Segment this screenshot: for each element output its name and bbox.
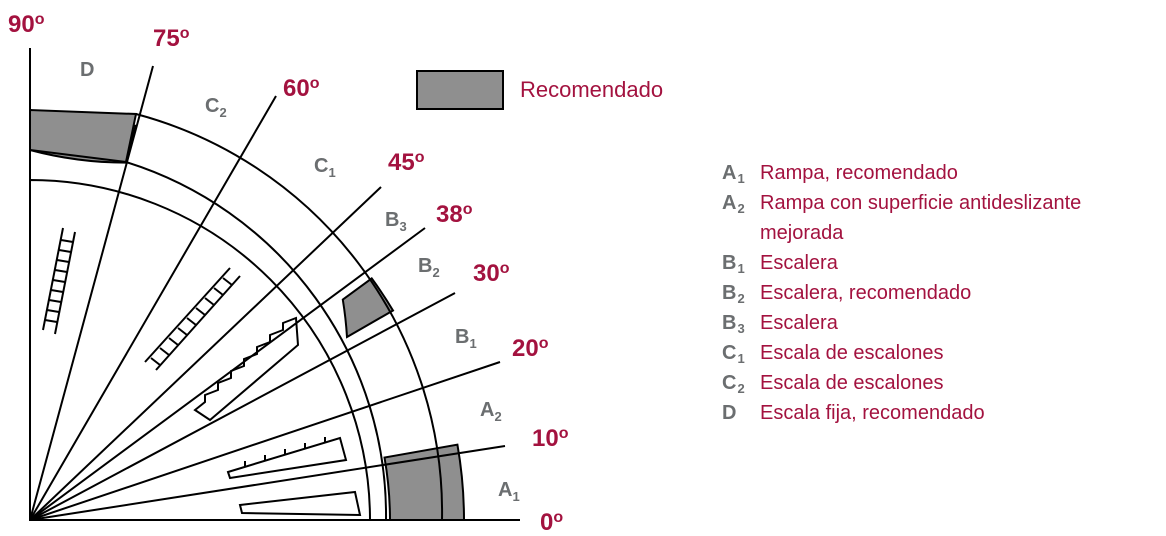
angle-label-10: 10o	[532, 425, 569, 452]
step-ladder-icon	[144, 267, 241, 371]
ray-20	[29, 361, 501, 521]
recommended-label: Recomendado	[520, 77, 663, 102]
legend-item-d: D Escala fija, recomendado	[722, 398, 1160, 428]
legend-item-a2: A2 Rampa con superficie antideslizante me…	[722, 188, 1160, 248]
legend-code: B3	[722, 312, 745, 336]
legend-text: Escala fija, recomendado	[760, 402, 985, 424]
zone-label-d: D	[80, 59, 94, 81]
legend-text: Escalera	[760, 312, 838, 334]
legend-item-a1: A1 Rampa, recomendado	[722, 158, 1160, 188]
ray-30	[29, 292, 456, 521]
zone-label-a2: A2	[480, 399, 502, 424]
legend-text: Escala de escalones	[760, 342, 944, 364]
angle-label-38: 38o	[436, 201, 473, 228]
zone-label-b1: B1	[455, 326, 477, 351]
legend-text: Rampa, recomendado	[760, 162, 958, 184]
ray-60	[29, 95, 277, 521]
legend-code: B1	[722, 252, 745, 276]
radial-lines	[29, 65, 506, 521]
legend-item-b1: B1 Escalera	[722, 248, 1160, 278]
zone-label-c2: C2	[205, 95, 227, 120]
ray-45	[29, 186, 382, 521]
outer-band	[125, 161, 388, 521]
legend-text: Escalera	[760, 252, 838, 274]
zone-label-c1: C1	[314, 155, 336, 180]
inner-quarter-circle	[29, 178, 372, 521]
fixed-ladder-icon	[42, 227, 76, 335]
zone-label-b3: B3	[385, 209, 407, 234]
legend-text: Escala de escalones	[760, 372, 944, 394]
recommended-swatch	[416, 70, 504, 110]
legend-text: Rampa con superficie antideslizante mejo…	[760, 192, 1082, 244]
legend-code: A1	[722, 162, 745, 186]
ray-38	[29, 227, 426, 521]
angle-label-30: 30o	[473, 260, 510, 287]
legend-code: B2	[722, 282, 745, 306]
stair-icon	[193, 316, 300, 422]
angle-label-60: 60o	[283, 75, 320, 102]
legend-item-c1: C1 Escala de escalones	[722, 338, 1160, 368]
cleated-ramp-icon	[226, 436, 348, 480]
outer-band-edge	[135, 113, 444, 521]
ray-10	[29, 445, 506, 521]
legend-text: Escalera, recomendado	[760, 282, 972, 304]
legend-item-b2: B2 Escalera, recomendado	[722, 278, 1160, 308]
angle-label-90: 90o	[8, 11, 45, 38]
ray-75	[29, 65, 154, 521]
ramp-icon	[238, 490, 362, 517]
legend-item-b3: B3 Escalera	[722, 308, 1160, 338]
recommended-arc-b2	[341, 277, 395, 339]
legend-code: D	[722, 402, 737, 424]
legend-code: C2	[722, 372, 745, 396]
angle-label-0: 0o	[540, 509, 563, 536]
angle-label-75: 75o	[153, 25, 190, 52]
angle-label-45: 45o	[388, 149, 425, 176]
legend-code: A2	[722, 192, 745, 216]
zone-label-a1: A1	[498, 479, 520, 504]
legend-item-c2: C2 Escala de escalones	[722, 368, 1160, 398]
recommended-arc-a1	[383, 443, 466, 521]
legend-code: C1	[722, 342, 745, 366]
angle-label-20: 20o	[512, 335, 549, 362]
zone-label-b2: B2	[418, 255, 440, 280]
